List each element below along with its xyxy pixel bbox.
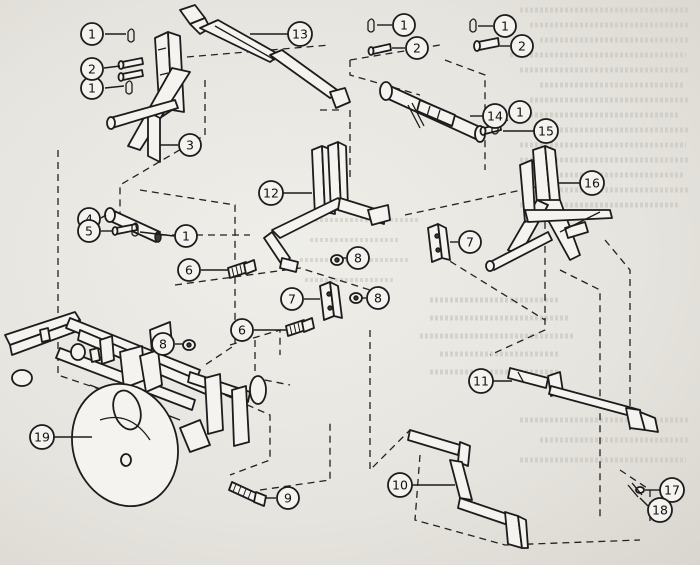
callout-5: 5 bbox=[77, 219, 112, 243]
callout-1c: 1 bbox=[377, 13, 416, 37]
svg-text:14: 14 bbox=[487, 109, 503, 124]
svg-text:11: 11 bbox=[473, 374, 489, 389]
part-11-right-bar bbox=[507, 367, 659, 433]
callout-2b: 2 bbox=[392, 36, 429, 60]
part-18-pin bbox=[627, 482, 643, 498]
callout-19: 19 bbox=[29, 424, 92, 450]
callout-18: 18 bbox=[639, 497, 673, 523]
part-8-washer-c bbox=[182, 339, 196, 351]
part-19-base-frame bbox=[4, 311, 267, 508]
callout-8b: 8 bbox=[362, 286, 390, 310]
part-2-bolt-right bbox=[473, 37, 500, 52]
callout-12: 12 bbox=[258, 180, 312, 206]
svg-text:3: 3 bbox=[186, 138, 194, 153]
svg-text:1: 1 bbox=[88, 81, 96, 96]
callout-16: 16 bbox=[558, 170, 605, 196]
svg-text:8: 8 bbox=[374, 291, 382, 306]
callout-7a: 7 bbox=[450, 230, 482, 254]
svg-text:8: 8 bbox=[354, 251, 362, 266]
callout-7b: 7 bbox=[280, 287, 320, 311]
callout-1f: 1 bbox=[139, 224, 198, 248]
part-13-upper-bar bbox=[179, 4, 351, 109]
fasteners bbox=[111, 18, 645, 507]
svg-text:19: 19 bbox=[34, 430, 50, 445]
svg-text:10: 10 bbox=[392, 478, 408, 493]
part-5-bolt bbox=[111, 223, 138, 236]
part-8-washer-a bbox=[330, 254, 344, 266]
callout-3: 3 bbox=[160, 133, 202, 157]
part-2-bolt-mid bbox=[367, 43, 392, 56]
svg-text:7: 7 bbox=[466, 235, 474, 250]
svg-text:12: 12 bbox=[263, 186, 279, 201]
svg-text:17: 17 bbox=[664, 483, 680, 498]
svg-text:15: 15 bbox=[538, 124, 554, 139]
callout-15: 15 bbox=[503, 118, 559, 144]
part-3-bracket bbox=[106, 31, 191, 163]
part-7-spacer-lower bbox=[319, 281, 343, 321]
svg-text:6: 6 bbox=[238, 323, 246, 338]
svg-text:1: 1 bbox=[516, 105, 524, 120]
part-6-bolt-lower bbox=[285, 317, 315, 337]
callout-2a: 2 bbox=[80, 57, 121, 81]
svg-text:2: 2 bbox=[518, 39, 526, 54]
callouts: 1 1 1 1 1 1 2 2 2 3 4 5 6 6 7 7 8 8 8 9 … bbox=[29, 13, 685, 523]
svg-text:9: 9 bbox=[284, 491, 292, 506]
svg-text:7: 7 bbox=[288, 292, 296, 307]
callout-1d: 1 bbox=[478, 14, 517, 38]
bleed-through-text bbox=[300, 7, 690, 463]
part-16-a-frame bbox=[485, 145, 613, 272]
svg-text:8: 8 bbox=[159, 337, 167, 352]
callout-1a: 1 bbox=[80, 22, 126, 46]
svg-text:1: 1 bbox=[501, 19, 509, 34]
svg-text:6: 6 bbox=[185, 263, 193, 278]
svg-text:2: 2 bbox=[88, 62, 96, 77]
svg-text:16: 16 bbox=[584, 176, 600, 191]
callout-8a: 8 bbox=[343, 246, 370, 270]
callout-14: 14 bbox=[470, 103, 508, 129]
svg-text:18: 18 bbox=[652, 503, 668, 518]
svg-text:5: 5 bbox=[85, 224, 93, 239]
callout-6b: 6 bbox=[230, 318, 286, 342]
callout-8c: 8 bbox=[151, 332, 183, 356]
part-10-lower-bar bbox=[407, 429, 529, 549]
part-1-cotter-pins bbox=[125, 18, 499, 237]
callout-11: 11 bbox=[468, 368, 512, 394]
part-14-shaft bbox=[379, 81, 486, 143]
callout-13: 13 bbox=[250, 21, 313, 47]
part-7-spacer-upper bbox=[427, 223, 451, 263]
part-9-bolt bbox=[228, 481, 267, 507]
callout-10: 10 bbox=[387, 472, 455, 498]
part-12-center-frame bbox=[263, 141, 391, 273]
svg-text:1: 1 bbox=[400, 18, 408, 33]
callout-9: 9 bbox=[266, 486, 300, 510]
part-6-bolt-upper bbox=[227, 259, 257, 279]
svg-text:1: 1 bbox=[182, 229, 190, 244]
svg-text:2: 2 bbox=[413, 41, 421, 56]
svg-text:13: 13 bbox=[292, 27, 308, 42]
callout-2c: 2 bbox=[500, 34, 534, 58]
callout-6a: 6 bbox=[177, 258, 228, 282]
svg-text:4: 4 bbox=[85, 212, 93, 227]
part-2-bolts-left bbox=[117, 57, 144, 82]
svg-text:1: 1 bbox=[88, 27, 96, 42]
callout-17: 17 bbox=[645, 477, 685, 503]
part-8-washer-b bbox=[349, 292, 363, 304]
callout-1b: 1 bbox=[80, 76, 125, 100]
